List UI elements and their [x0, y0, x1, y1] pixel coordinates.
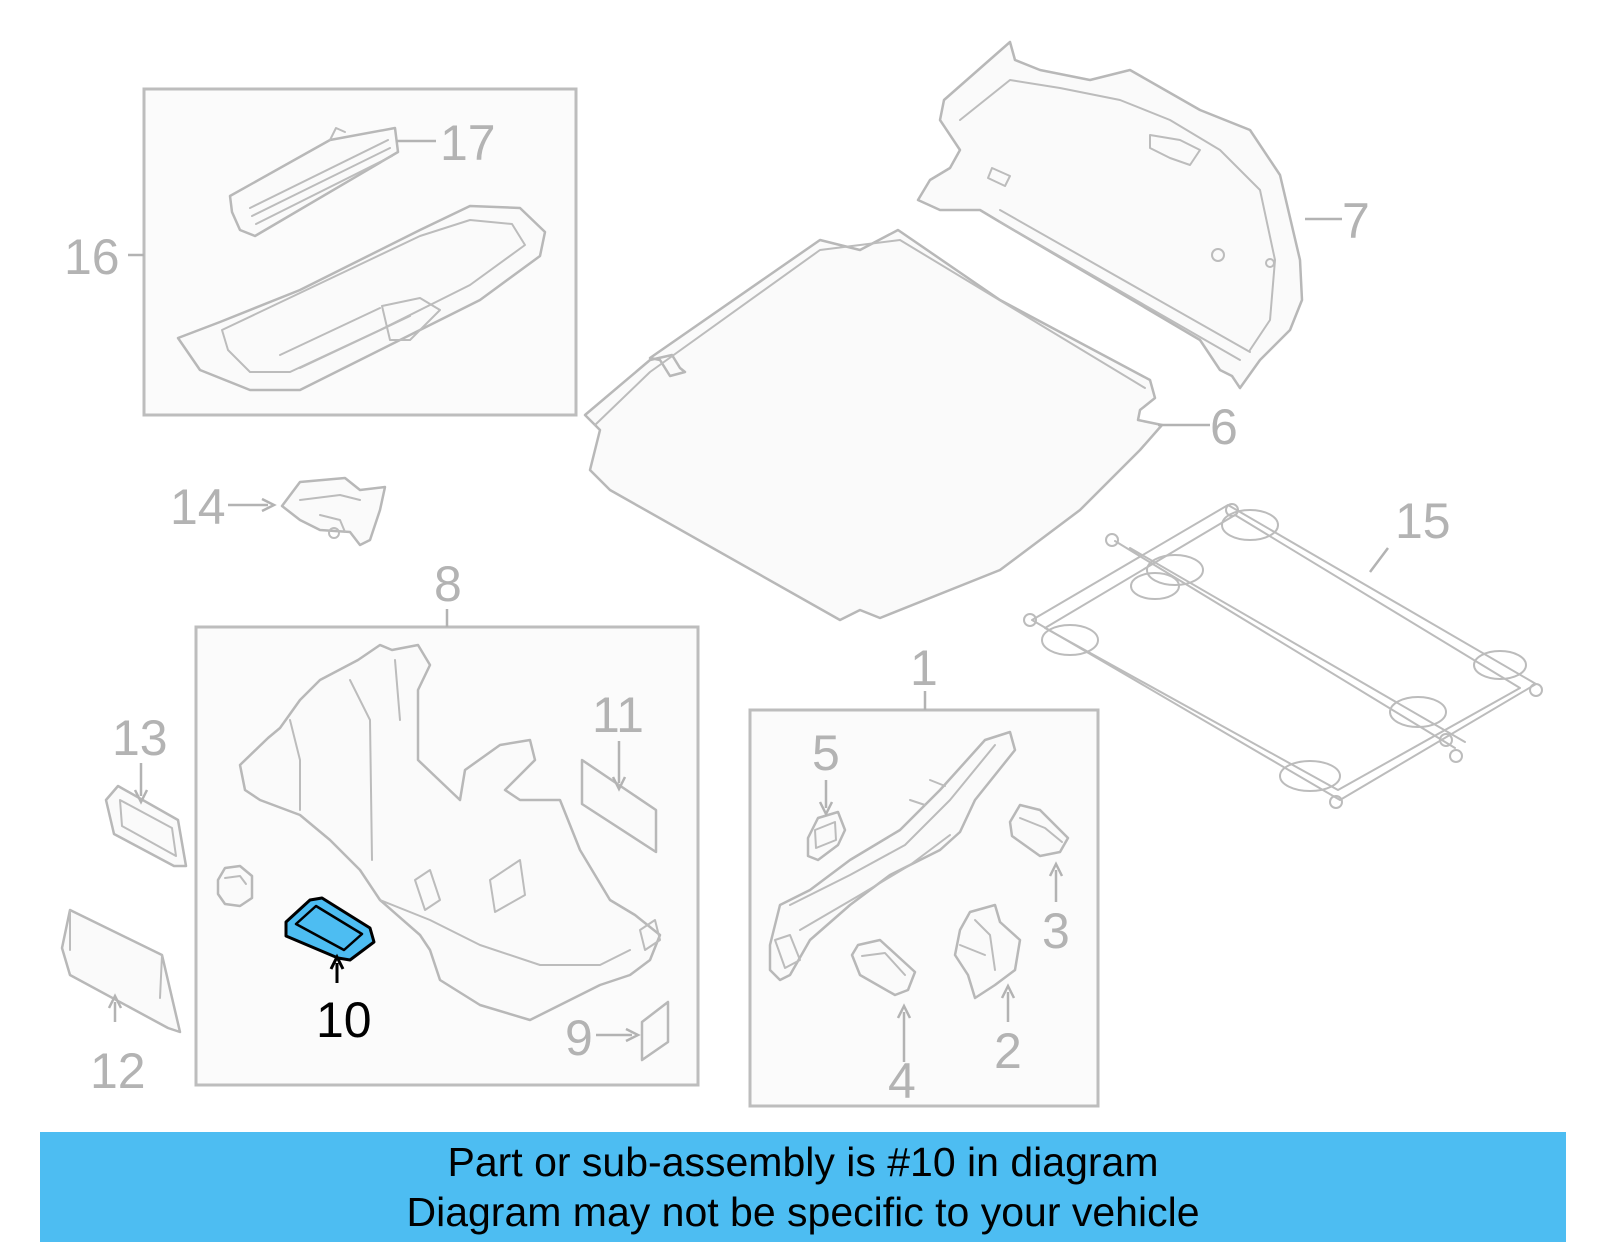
part-3-bracket[interactable]	[1008, 803, 1070, 902]
part-16-parcel-shelf[interactable]	[176, 204, 547, 392]
callout-3: 3	[1042, 903, 1070, 959]
part-1-sill-plate[interactable]	[768, 730, 1017, 982]
callout-2: 2	[994, 1023, 1022, 1079]
part-15-cargo-net[interactable]	[1023, 503, 1543, 809]
part-6-floor-mat[interactable]	[583, 228, 1210, 622]
part-14-bracket[interactable]	[228, 476, 387, 547]
part-9-label[interactable]	[596, 1000, 670, 1062]
info-banner: Part or sub-assembly is #10 in diagram D…	[40, 1132, 1566, 1242]
part-10-tray[interactable]	[284, 896, 376, 983]
parts-diagram: 17 16 7 6 14	[60, 40, 1543, 1109]
part-8-trunk-trim[interactable]	[238, 643, 662, 1022]
group-box-1	[748, 691, 1100, 1108]
callout-12: 12	[90, 1043, 146, 1099]
part-13-light[interactable]	[104, 763, 188, 868]
banner-line-1: Part or sub-assembly is #10 in diagram	[447, 1139, 1159, 1185]
callout-17: 17	[440, 115, 496, 171]
callout-15: 15	[1395, 493, 1451, 549]
part-12-cover-panel[interactable]	[60, 908, 182, 1034]
part-17-vent-grille[interactable]	[228, 126, 400, 238]
callout-4: 4	[888, 1053, 916, 1109]
callout-8: 8	[434, 556, 462, 612]
part-2-bracket[interactable]	[953, 903, 1022, 1022]
callout-14: 14	[170, 479, 226, 535]
callout-11: 11	[592, 687, 644, 743]
callout-9: 9	[565, 1010, 593, 1066]
part-11-label[interactable]	[580, 741, 658, 854]
part-clip[interactable]	[216, 864, 254, 908]
part-7-side-trim[interactable]	[916, 40, 1342, 390]
part-5-clip[interactable]	[806, 780, 847, 862]
callout-6: 6	[1210, 399, 1238, 455]
callout-5: 5	[812, 725, 840, 781]
callout-1: 1	[910, 640, 938, 696]
group-box-8	[194, 609, 700, 1087]
banner-line-2: Diagram may not be specific to your vehi…	[406, 1189, 1200, 1235]
part-4-bracket[interactable]	[850, 938, 917, 1062]
callout-16: 16	[64, 229, 120, 285]
callout-7: 7	[1342, 193, 1370, 249]
group-box-16	[128, 87, 578, 417]
callout-13: 13	[112, 710, 168, 766]
callout-10: 10	[316, 992, 372, 1048]
